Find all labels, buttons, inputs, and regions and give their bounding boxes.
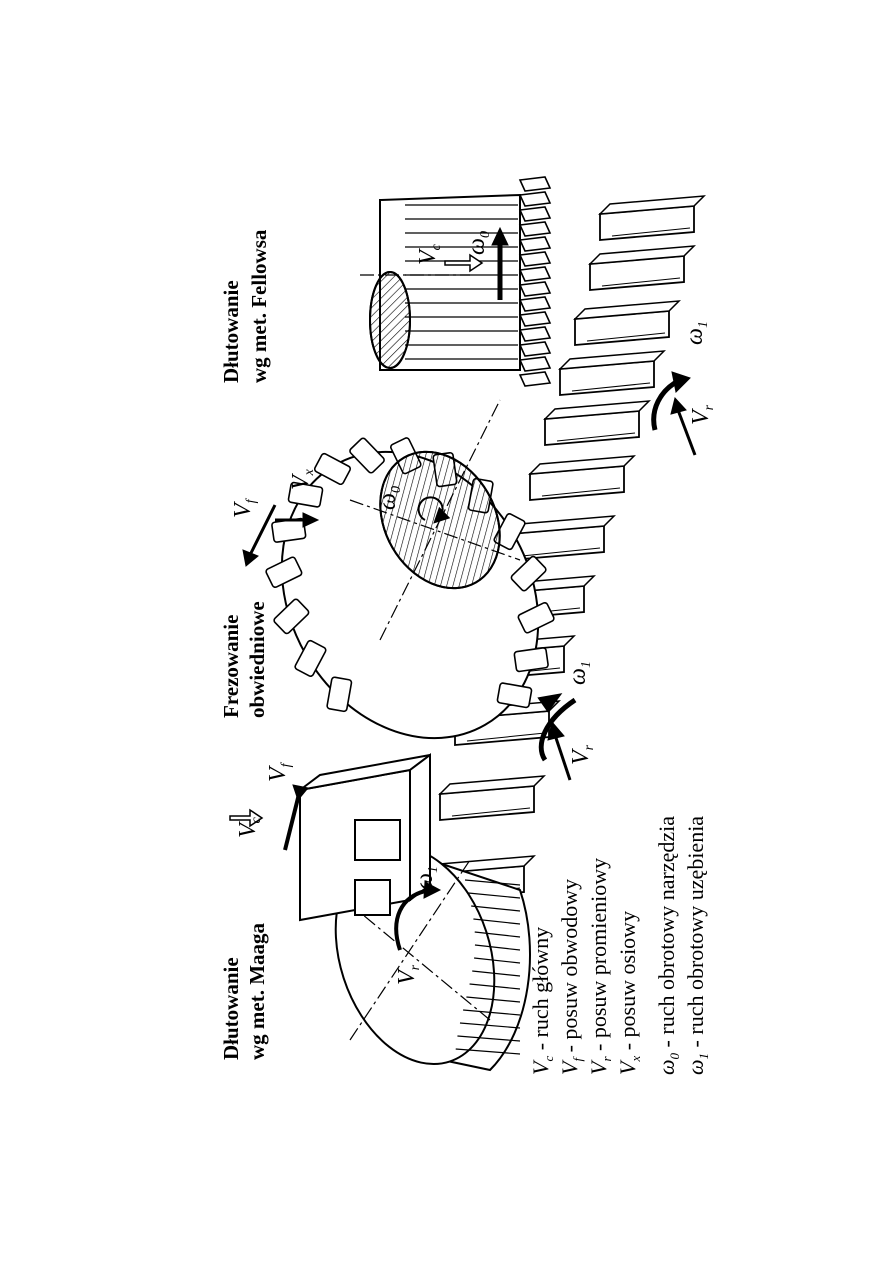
fellows-title-line1: Dłutowanie	[219, 280, 243, 383]
hob-title-line1: Frezowanie	[219, 615, 243, 718]
rack-tooth	[588, 245, 696, 291]
maag-title-line1: Dłutowanie	[219, 957, 243, 1060]
hob-omega0-label: ω0	[375, 486, 404, 510]
shaper-tooth	[518, 266, 552, 282]
shaper-tooth	[518, 311, 552, 327]
hob-omega1-arrow	[538, 697, 577, 762]
legend-entry: Vr - posuw promieniowy	[586, 858, 614, 1075]
shaper-tooth	[518, 206, 552, 222]
motion-labels: Vc Vf ω1 Vr Vf Vx ω0 ω1 Vr Vc ω0 ω1 Vr	[230, 231, 717, 985]
hob-tooth	[273, 598, 310, 635]
rack-tooth	[438, 775, 546, 821]
hob-tooth	[271, 517, 307, 543]
hob-vf-label: Vf	[230, 497, 259, 518]
shaper-tooth	[518, 251, 552, 267]
shaper-tooth	[518, 281, 552, 297]
hob-vr-arrow	[553, 734, 572, 781]
hob-tooth	[326, 676, 353, 713]
legend-entry: Vx - posuw osiowy	[615, 911, 643, 1075]
hob-tooth	[294, 639, 327, 678]
hob-tooth	[513, 647, 549, 673]
cylinder-rule-line	[473, 918, 521, 925]
hob-vr-label: Vr	[568, 744, 597, 765]
hob-tooth	[510, 555, 547, 592]
cylinder-rule-line	[474, 944, 521, 951]
hob-tooth	[517, 601, 555, 634]
shaper-tooth	[518, 326, 552, 342]
cylinder-rule-line	[472, 970, 521, 977]
rack-tooth	[508, 515, 616, 561]
rack-tooth	[573, 300, 681, 346]
shaper-tooth	[518, 371, 552, 387]
maag-vr-label: Vr	[394, 964, 423, 985]
titles: Dłutowanie wg met. Maaga Frezowanie obwi…	[219, 229, 271, 1060]
maag-omega1-label: ω1	[412, 866, 441, 890]
fellows-omega1-label: ω1	[682, 321, 711, 345]
rack-tooth	[528, 455, 636, 501]
hob-title-line2: obwiedniowe	[245, 601, 269, 718]
shaper-tooth	[518, 221, 552, 237]
maag-omega-arrow	[394, 888, 431, 951]
rack-tooth	[543, 400, 651, 446]
cylinder-rule-line	[466, 996, 521, 1003]
shaper-tooth	[518, 296, 552, 312]
fellows-title-line2: wg met. Fellowsa	[247, 229, 271, 383]
cylinder-rule-line	[474, 957, 521, 964]
cylinder-rule-line	[474, 931, 521, 938]
cylinder-rule-line	[459, 1022, 521, 1029]
fellows-shaper-cutter	[360, 176, 552, 387]
legend-entry: Vf - posuw obwodowy	[557, 879, 585, 1075]
hob-tooth	[496, 682, 533, 709]
hob-vx-label: Vx	[288, 468, 317, 490]
fellows-omega0-label: ω0	[464, 231, 493, 255]
rack-tooth	[558, 350, 666, 396]
rack-tooth	[598, 195, 706, 241]
hob-tooth	[287, 481, 324, 508]
maag-vc-label: Vc	[235, 816, 264, 838]
motion-arrows	[229, 226, 697, 951]
hob-vf-arrow	[248, 504, 277, 556]
cylinder-rule-line	[464, 879, 521, 886]
legend-entry: ω1 - ruch obrotowy uzębienia	[683, 816, 711, 1075]
shaper-tooth	[518, 236, 552, 252]
fellows-vr-label: Vr	[688, 404, 717, 425]
legend-entry: Vc - ruch główny	[528, 927, 556, 1075]
hob-tooth	[493, 512, 526, 551]
shaper-tooth	[518, 191, 552, 207]
maag-rack-cutter	[299, 753, 431, 922]
maag-vc-arrow	[229, 808, 264, 828]
fellows-vr-arrow	[676, 409, 697, 456]
shaper-tooth	[518, 356, 552, 372]
cylinder-rule-line	[469, 983, 521, 990]
maag-vf-label: Vf	[265, 761, 294, 782]
hob-cutter	[265, 399, 555, 740]
maag-title-line2: wg met. Maaga	[245, 922, 269, 1060]
cylinder-rule-line	[468, 892, 521, 899]
cylinder-rule-line	[471, 905, 521, 912]
fellows-vc-arrow	[444, 253, 484, 273]
hob-tooth	[313, 452, 352, 486]
hob-tooth	[265, 556, 303, 589]
hob-omega1-label: ω1	[565, 661, 594, 685]
hob-tooth	[349, 437, 385, 474]
shaper-tooth	[518, 341, 552, 357]
cylinder-rule-line	[455, 1048, 521, 1055]
legend-entry: ω0 - ruch obrotowy narzędzia	[654, 816, 682, 1075]
cylinder-rule-line	[463, 1009, 521, 1016]
fellows-vc-label: Vc	[415, 243, 444, 265]
shaper-tooth	[518, 176, 552, 192]
cylinder-rule-line	[457, 1035, 521, 1042]
